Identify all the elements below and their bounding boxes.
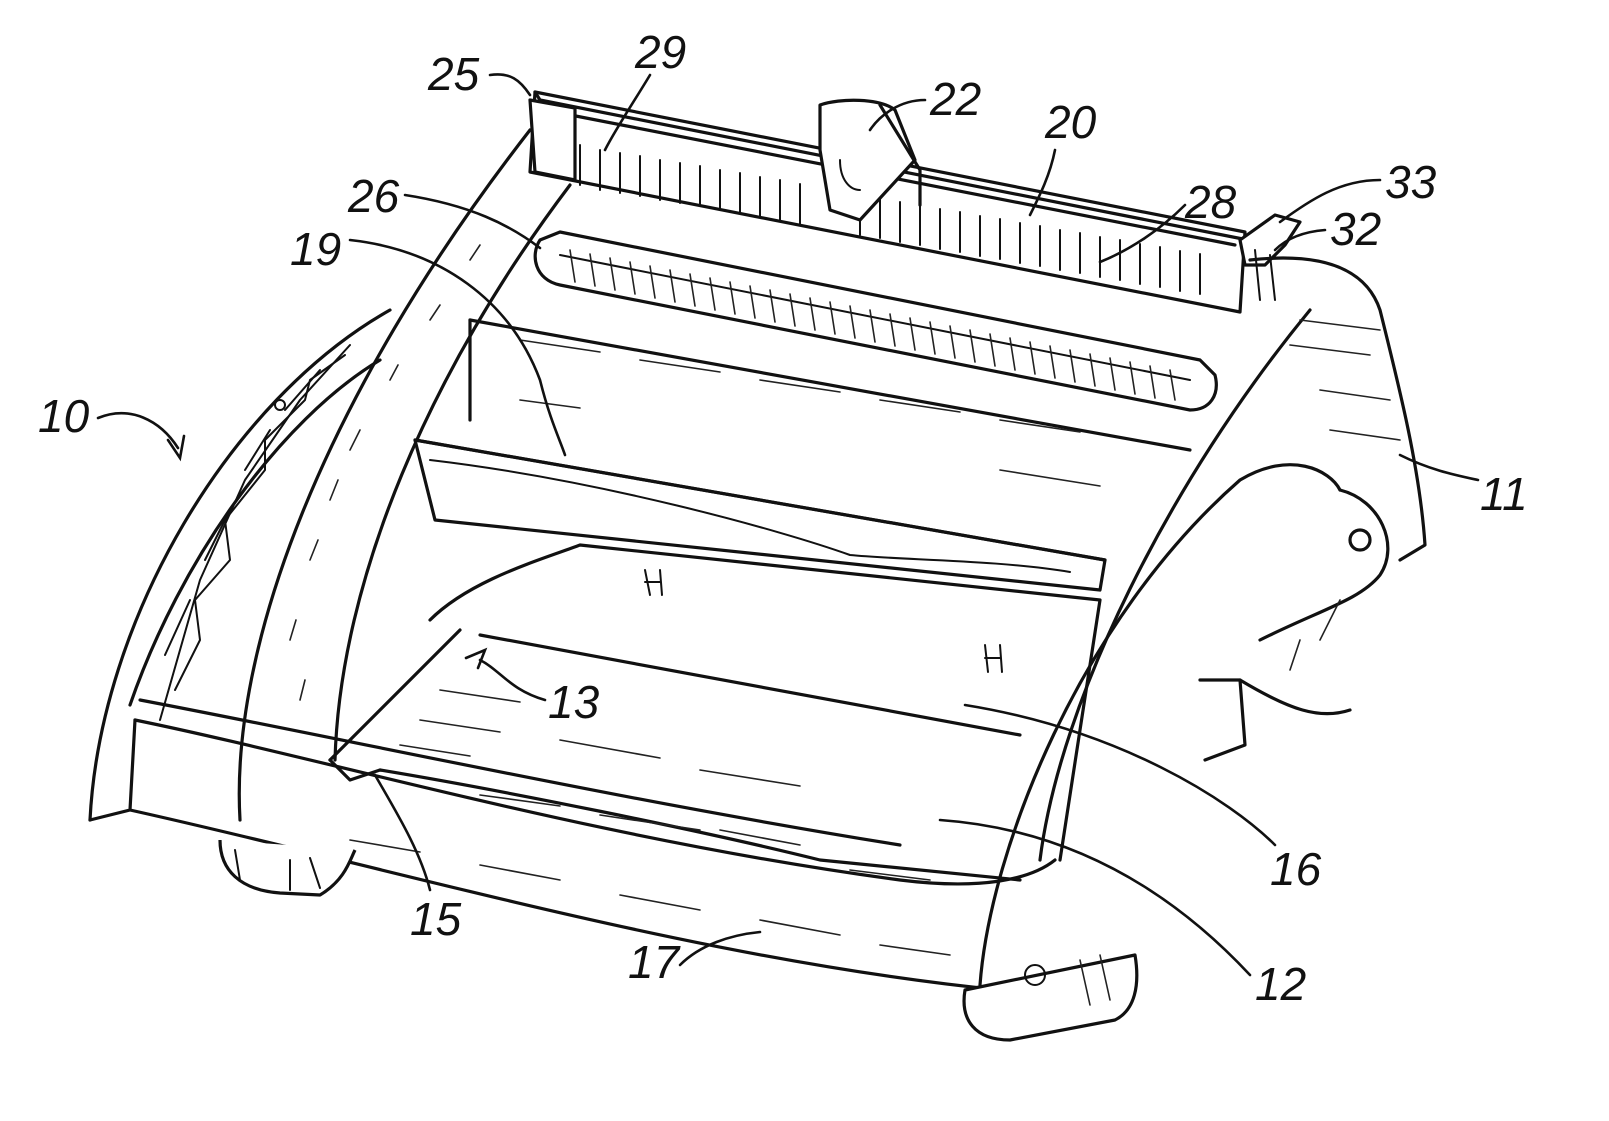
ref-label-11: 11: [1480, 468, 1528, 520]
ref-label-33: 33: [1385, 156, 1437, 208]
left-foot: [220, 840, 355, 895]
ref-label-19: 19: [290, 223, 341, 275]
ref-label-32: 32: [1330, 203, 1381, 255]
ref-label-25: 25: [427, 48, 480, 100]
ref-label-17: 17: [628, 936, 681, 988]
ref-label-20: 20: [1044, 96, 1097, 148]
right-foot: [964, 955, 1137, 1040]
ref-label-26: 26: [347, 170, 400, 222]
ref-label-29: 29: [634, 26, 686, 78]
ref-label-22: 22: [929, 73, 981, 125]
paper-tray: [330, 545, 1100, 880]
ref-label-28: 28: [1184, 176, 1237, 228]
ref-label-13: 13: [548, 676, 600, 728]
ref-label-10: 10: [38, 390, 90, 442]
ref-label-15: 15: [410, 893, 462, 945]
ref-label-16: 16: [1270, 843, 1322, 895]
ref-label-12: 12: [1255, 958, 1306, 1010]
base-frame: [90, 310, 1055, 990]
